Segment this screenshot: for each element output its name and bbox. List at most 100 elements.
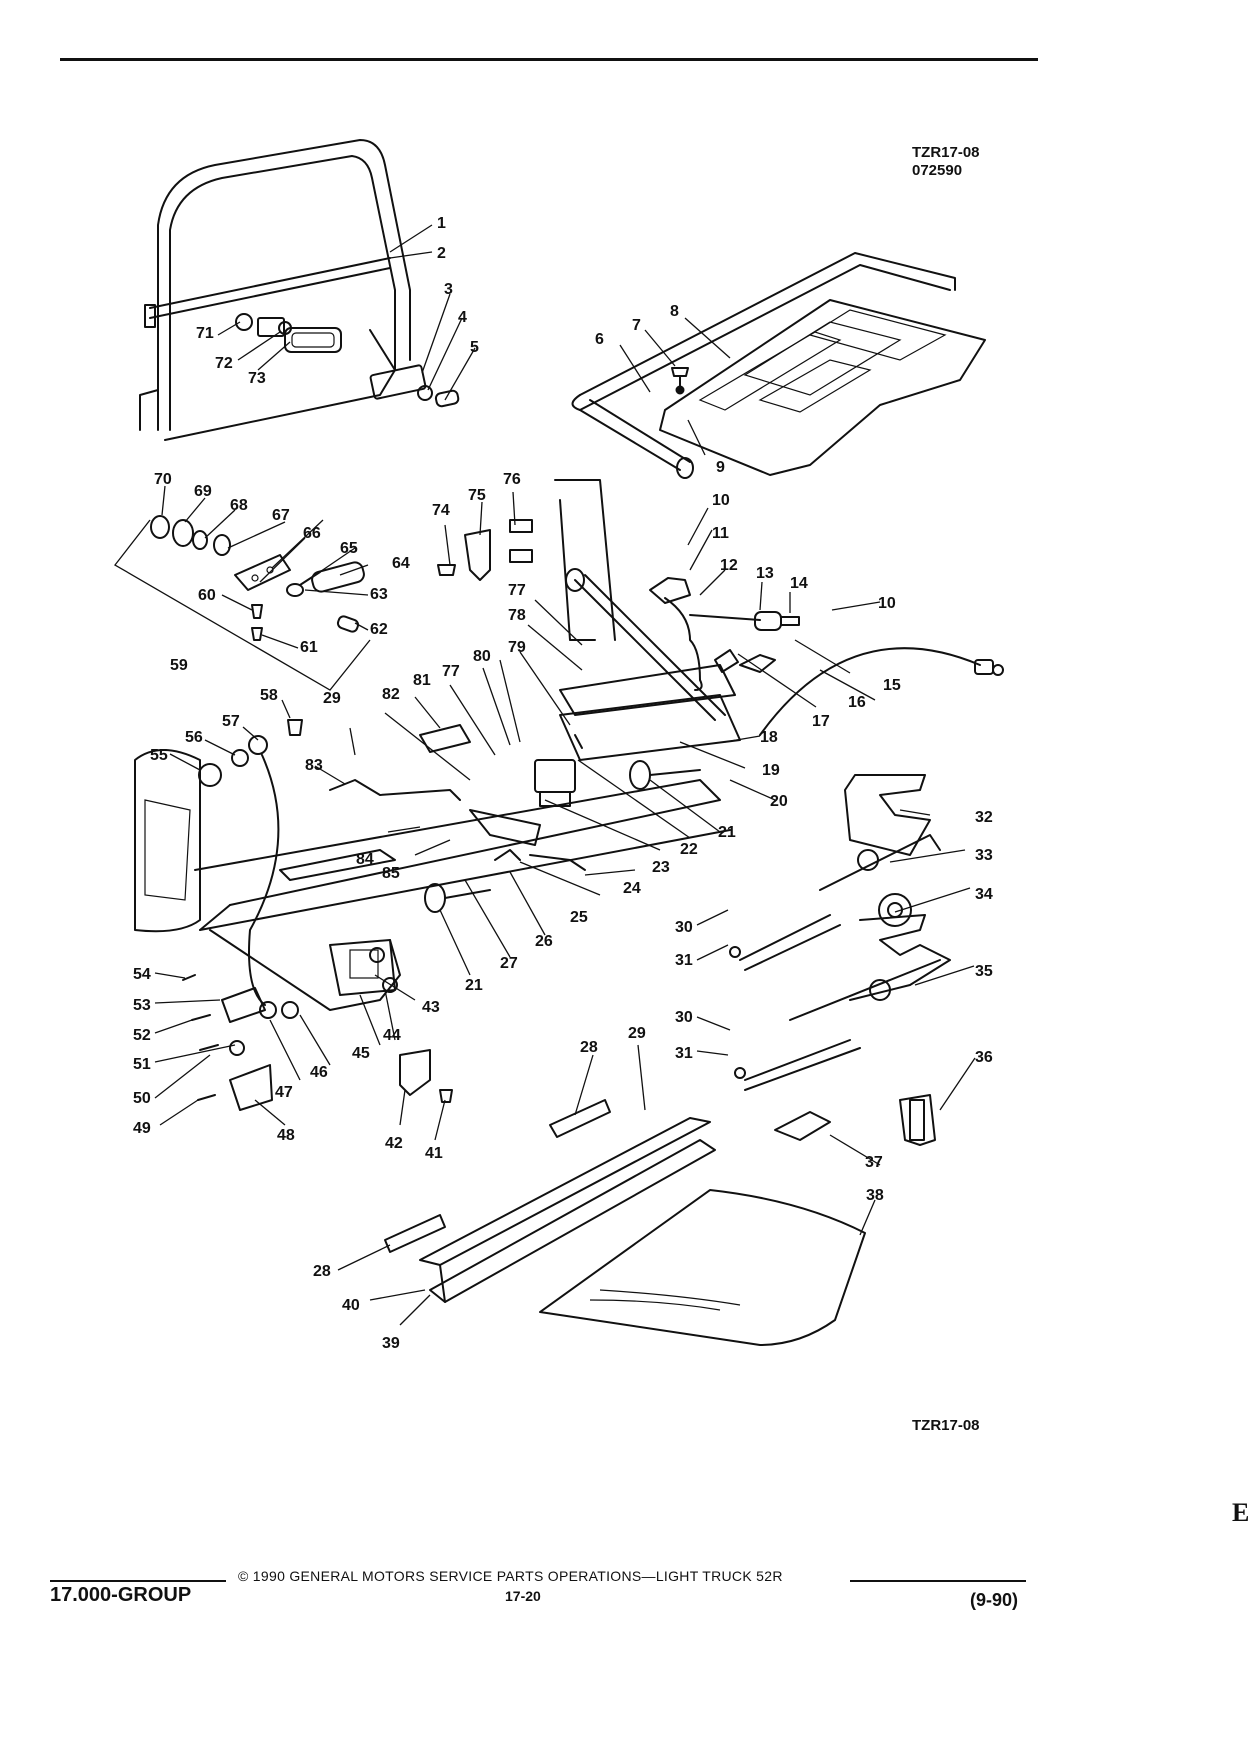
callout: 3 bbox=[444, 281, 453, 298]
hinge-bushing-assembly-drawing bbox=[114, 515, 371, 691]
latch-plate-drawing bbox=[437, 479, 726, 721]
callout: 6 bbox=[595, 331, 604, 348]
ground-strap-drawing bbox=[248, 735, 280, 1019]
callout: 37 bbox=[865, 1154, 883, 1171]
callout: 17 bbox=[812, 713, 830, 730]
callout: 5 bbox=[470, 339, 479, 356]
callout: 34 bbox=[975, 886, 993, 903]
floor-plate-drawing bbox=[571, 252, 986, 479]
callout: 58 bbox=[260, 687, 278, 704]
callout: 63 bbox=[370, 586, 388, 603]
glass-channel-drawing bbox=[419, 1117, 716, 1303]
channel-clips-drawing bbox=[384, 1099, 611, 1253]
door-frame-drawing bbox=[139, 139, 411, 441]
callout: 45 bbox=[352, 1045, 370, 1062]
callout: 42 bbox=[385, 1135, 403, 1152]
callout: 56 bbox=[185, 729, 203, 746]
callout: 75 bbox=[468, 487, 486, 504]
callout: 28 bbox=[313, 1263, 331, 1280]
seat-cable-drawing bbox=[714, 647, 1004, 736]
hinge-drawing bbox=[899, 1094, 936, 1146]
callout: 82 bbox=[382, 686, 400, 703]
callout: 15 bbox=[883, 677, 901, 694]
callout: 14 bbox=[790, 575, 808, 592]
callout: 39 bbox=[382, 1335, 400, 1352]
diagram-date-code: 072590 bbox=[912, 162, 963, 179]
push-pin-drawing bbox=[671, 367, 689, 389]
callout: 21 bbox=[465, 977, 483, 994]
release-cable-drawing bbox=[649, 577, 800, 691]
bracket-42-drawing bbox=[399, 1049, 453, 1103]
callout: 22 bbox=[680, 841, 698, 858]
bumper-drawing bbox=[424, 760, 701, 913]
callout: 69 bbox=[194, 483, 212, 500]
callout: 41 bbox=[425, 1145, 443, 1162]
washers-drawing bbox=[198, 719, 303, 787]
callout: 46 bbox=[310, 1064, 328, 1081]
callout: 18 bbox=[760, 729, 778, 746]
callout: 30 bbox=[675, 919, 693, 936]
callout: 47 bbox=[275, 1084, 293, 1101]
callout: 30 bbox=[675, 1009, 693, 1026]
seat-latch-drawing bbox=[469, 734, 586, 871]
callout: 31 bbox=[675, 952, 693, 969]
callout: 44 bbox=[383, 1027, 401, 1044]
callout: 62 bbox=[370, 621, 388, 638]
callout: 60 bbox=[198, 587, 216, 604]
callout: 55 bbox=[150, 747, 168, 764]
top-rule bbox=[60, 58, 1038, 61]
callout: 11 bbox=[712, 525, 729, 542]
callout: 21 bbox=[718, 824, 736, 841]
callout: 32 bbox=[975, 809, 993, 826]
callout: 51 bbox=[133, 1056, 151, 1073]
callout: 28 bbox=[580, 1039, 598, 1056]
callout: 13 bbox=[756, 565, 774, 582]
callout: 7 bbox=[632, 317, 641, 334]
callout: 50 bbox=[133, 1090, 151, 1107]
callout: 29 bbox=[323, 690, 341, 707]
callout-numbers: 1 2 3 4 5 6 7 8 9 10 10 11 12 13 14 15 1… bbox=[133, 215, 993, 1352]
callout: 53 bbox=[133, 997, 151, 1014]
callout: 80 bbox=[473, 648, 491, 665]
callout: 40 bbox=[342, 1297, 360, 1314]
diagram-code: TZR17-08 bbox=[912, 144, 980, 161]
callout: 36 bbox=[975, 1049, 993, 1066]
callout: 78 bbox=[508, 607, 526, 624]
callout: 43 bbox=[422, 999, 440, 1016]
bracket-drawing bbox=[774, 1111, 831, 1141]
callout: 83 bbox=[305, 757, 323, 774]
callout: 10 bbox=[712, 492, 730, 509]
callout: 20 bbox=[770, 793, 788, 810]
callout: 54 bbox=[133, 966, 151, 983]
lower-latch-drawing bbox=[182, 974, 299, 1111]
callout: 35 bbox=[975, 963, 993, 980]
callout: 4 bbox=[458, 309, 467, 326]
window-regulator-upper-drawing bbox=[729, 774, 941, 971]
callout: 68 bbox=[230, 497, 248, 514]
callout: 9 bbox=[716, 459, 725, 476]
callout: 27 bbox=[500, 955, 518, 972]
revision-date: (9-90) bbox=[970, 1590, 1019, 1610]
callout: 66 bbox=[303, 525, 321, 542]
window-regulator-lower-drawing bbox=[734, 914, 951, 1091]
callout: 29 bbox=[628, 1025, 646, 1042]
callout: 24 bbox=[623, 880, 641, 897]
callout: 76 bbox=[503, 471, 521, 488]
callout: 67 bbox=[272, 507, 290, 524]
callout: 49 bbox=[133, 1120, 151, 1137]
callout: 77 bbox=[508, 582, 526, 599]
footer-rule-right bbox=[850, 1580, 1026, 1582]
callout: 74 bbox=[432, 502, 450, 519]
group-label: 17.000-GROUP bbox=[50, 1584, 192, 1606]
leader-lines bbox=[154, 224, 976, 1326]
callout: 16 bbox=[848, 694, 866, 711]
callout: 61 bbox=[300, 639, 318, 656]
door-handle-drawing bbox=[235, 313, 342, 353]
callout: 31 bbox=[675, 1045, 693, 1062]
copyright-text: © 1990 GENERAL MOTORS SERVICE PARTS OPER… bbox=[238, 1568, 783, 1584]
window-glass-drawing bbox=[539, 1189, 866, 1346]
callout: 10 bbox=[878, 595, 896, 612]
callout: 12 bbox=[720, 557, 738, 574]
